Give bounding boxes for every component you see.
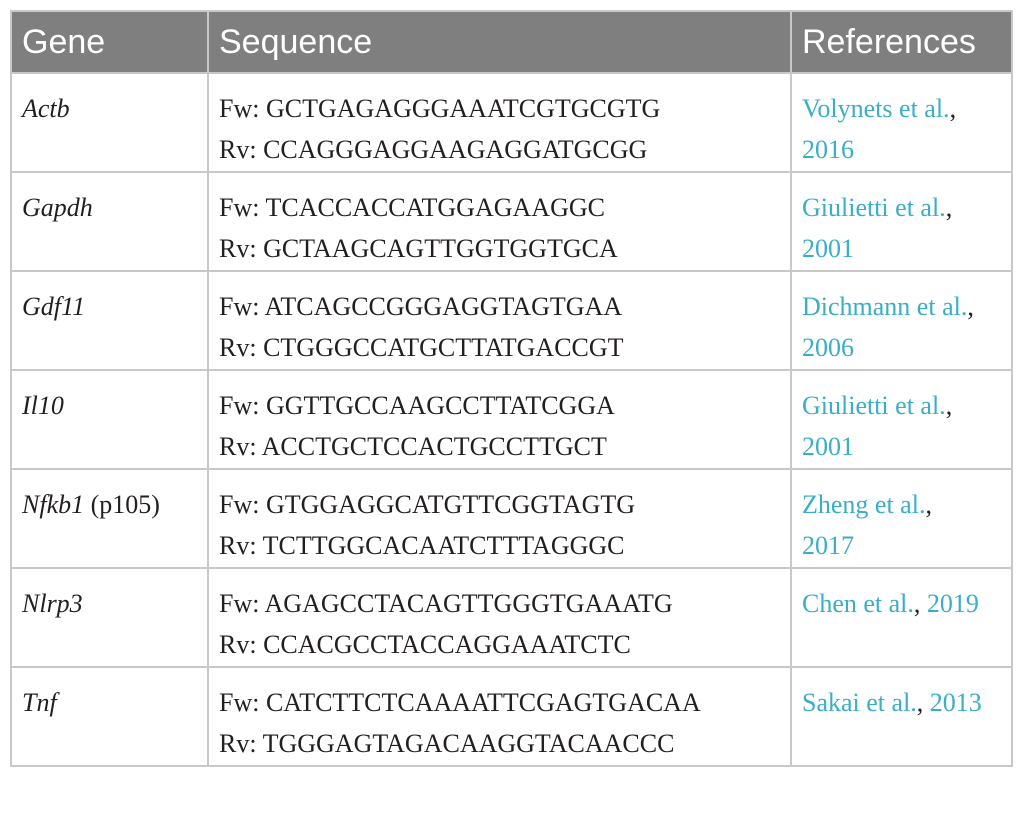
reverse-primer: Rv: TCTTGGCACAATCTTTAGGGC (219, 531, 625, 560)
reference-cell: Zheng et al., 2017 (790, 468, 1013, 569)
sequence-cell: Fw: GCTGAGAGGGAAATCGTGCGTG Rv: CCAGGGAGGA… (207, 72, 792, 173)
reference-authors[interactable]: Giulietti et al. (802, 391, 946, 420)
reference-cell: Sakai et al., 2013 (790, 666, 1013, 767)
reference-cell: Dichmann et al., 2006 (790, 270, 1013, 371)
gene-name: Gapdh (22, 193, 93, 222)
table-header: Gene Sequence References (10, 10, 1013, 74)
sequence-cell: Fw: AGAGCCTACAGTTGGGTGAAATG Rv: CCACGCCTA… (207, 567, 792, 668)
gene-name: Nlrp3 (22, 589, 83, 618)
reference-year[interactable]: 2006 (802, 333, 854, 362)
reference-link[interactable]: Sakai et al., 2013 (802, 688, 982, 717)
gene-name: Gdf11 (22, 292, 86, 321)
reference-cell: Giulietti et al., 2001 (790, 369, 1013, 470)
table-row: Gdf11 Fw: ATCAGCCGGGAGGTAGTGAA Rv: CTGGGC… (10, 270, 1013, 371)
reference-link[interactable]: Zheng et al., 2017 (802, 490, 932, 560)
header-gene: Gene (10, 10, 209, 74)
header-row: Gene Sequence References (10, 10, 1013, 74)
gene-cell: Nlrp3 (10, 567, 209, 668)
reference-authors[interactable]: Dichmann et al. (802, 292, 968, 321)
forward-primer: Fw: GTGGAGGCATGTTCGGTAGTG (219, 490, 636, 519)
forward-primer: Fw: TCACCACCATGGAGAAGGC (219, 193, 605, 222)
table-body: Actb Fw: GCTGAGAGGGAAATCGTGCGTG Rv: CCAGG… (10, 72, 1013, 767)
reference-year[interactable]: 2001 (802, 234, 854, 263)
reference-authors[interactable]: Sakai et al. (802, 688, 917, 717)
gene-cell: Nfkb1 (p105) (10, 468, 209, 569)
reference-separator: , (967, 292, 974, 321)
reference-cell: Giulietti et al., 2001 (790, 171, 1013, 272)
gene-cell: Tnf (10, 666, 209, 767)
reference-year[interactable]: 2001 (802, 432, 854, 461)
sequence-cell: Fw: ATCAGCCGGGAGGTAGTGAA Rv: CTGGGCCATGCT… (207, 270, 792, 371)
table-row: Nfkb1 (p105) Fw: GTGGAGGCATGTTCGGTAGTG Rv… (10, 468, 1013, 569)
reference-authors[interactable]: Volynets et al. (802, 94, 950, 123)
forward-primer: Fw: GGTTGCCAAGCCTTATCGGA (219, 391, 615, 420)
reference-year[interactable]: 2017 (802, 531, 854, 560)
forward-primer: Fw: AGAGCCTACAGTTGGGTGAAATG (219, 589, 673, 618)
gene-name: Il10 (22, 391, 64, 420)
reference-authors[interactable]: Giulietti et al. (802, 193, 946, 222)
table-row: Tnf Fw: CATCTTCTCAAAATTCGAGTGACAA Rv: TGG… (10, 666, 1013, 767)
gene-name: Tnf (22, 688, 57, 717)
gene-suffix: (p105) (84, 490, 160, 519)
reverse-primer: Rv: CCAGGGAGGAAGAGGATGCGG (219, 135, 648, 164)
reference-link[interactable]: Giulietti et al., 2001 (802, 391, 952, 461)
reference-year[interactable]: 2013 (929, 688, 982, 717)
reference-authors[interactable]: Chen et al. (802, 589, 914, 618)
sequence-cell: Fw: TCACCACCATGGAGAAGGC Rv: GCTAAGCAGTTGG… (207, 171, 792, 272)
gene-cell: Actb (10, 72, 209, 173)
forward-primer: Fw: ATCAGCCGGGAGGTAGTGAA (219, 292, 623, 321)
reference-separator: , (916, 688, 930, 717)
reverse-primer: Rv: CCACGCCTACCAGGAAATCTC (219, 630, 631, 659)
reference-cell: Chen et al., 2019 (790, 567, 1013, 668)
reference-authors[interactable]: Zheng et al. (802, 490, 926, 519)
reference-link[interactable]: Volynets et al., 2016 (802, 94, 956, 164)
reverse-primer: Rv: CTGGGCCATGCTTATGACCGT (219, 333, 624, 362)
reference-year[interactable]: 2019 (926, 589, 979, 618)
sequence-cell: Fw: GTGGAGGCATGTTCGGTAGTG Rv: TCTTGGCACAA… (207, 468, 792, 569)
reference-year[interactable]: 2016 (802, 135, 854, 164)
sequence-cell: Fw: GGTTGCCAAGCCTTATCGGA Rv: ACCTGCTCCACT… (207, 369, 792, 470)
reverse-primer: Rv: ACCTGCTCCACTGCCTTGCT (219, 432, 607, 461)
reference-link[interactable]: Dichmann et al., 2006 (802, 292, 974, 362)
forward-primer: Fw: GCTGAGAGGGAAATCGTGCGTG (219, 94, 661, 123)
forward-primer: Fw: CATCTTCTCAAAATTCGAGTGACAA (219, 688, 701, 717)
reference-separator: , (925, 490, 932, 519)
reference-separator: , (945, 193, 953, 222)
gene-name: Nfkb1 (22, 490, 85, 519)
table-row: Gapdh Fw: TCACCACCATGGAGAAGGC Rv: GCTAAGC… (10, 171, 1013, 272)
table-row: Nlrp3 Fw: AGAGCCTACAGTTGGGTGAAATG Rv: CCA… (10, 567, 1013, 668)
reference-link[interactable]: Giulietti et al., 2001 (802, 193, 952, 263)
reference-cell: Volynets et al., 2016 (790, 72, 1013, 173)
header-references: References (790, 10, 1013, 74)
reverse-primer: Rv: TGGGAGTAGACAAGGTACAACCC (219, 729, 675, 758)
header-sequence: Sequence (207, 10, 792, 74)
reference-separator: , (945, 391, 953, 420)
gene-cell: Gdf11 (10, 270, 209, 371)
table-row: Actb Fw: GCTGAGAGGGAAATCGTGCGTG Rv: CCAGG… (10, 72, 1013, 173)
table-row: Il10 Fw: GGTTGCCAAGCCTTATCGGA Rv: ACCTGCT… (10, 369, 1013, 470)
reference-separator: , (913, 589, 927, 618)
reverse-primer: Rv: GCTAAGCAGTTGGTGGTGCA (219, 234, 618, 263)
reference-link[interactable]: Chen et al., 2019 (802, 589, 979, 618)
reference-separator: , (949, 94, 957, 123)
primer-table: Gene Sequence References Actb Fw: GCTGAG… (10, 10, 1013, 767)
gene-name: Actb (22, 94, 70, 123)
gene-cell: Gapdh (10, 171, 209, 272)
gene-cell: Il10 (10, 369, 209, 470)
sequence-cell: Fw: CATCTTCTCAAAATTCGAGTGACAA Rv: TGGGAGT… (207, 666, 792, 767)
